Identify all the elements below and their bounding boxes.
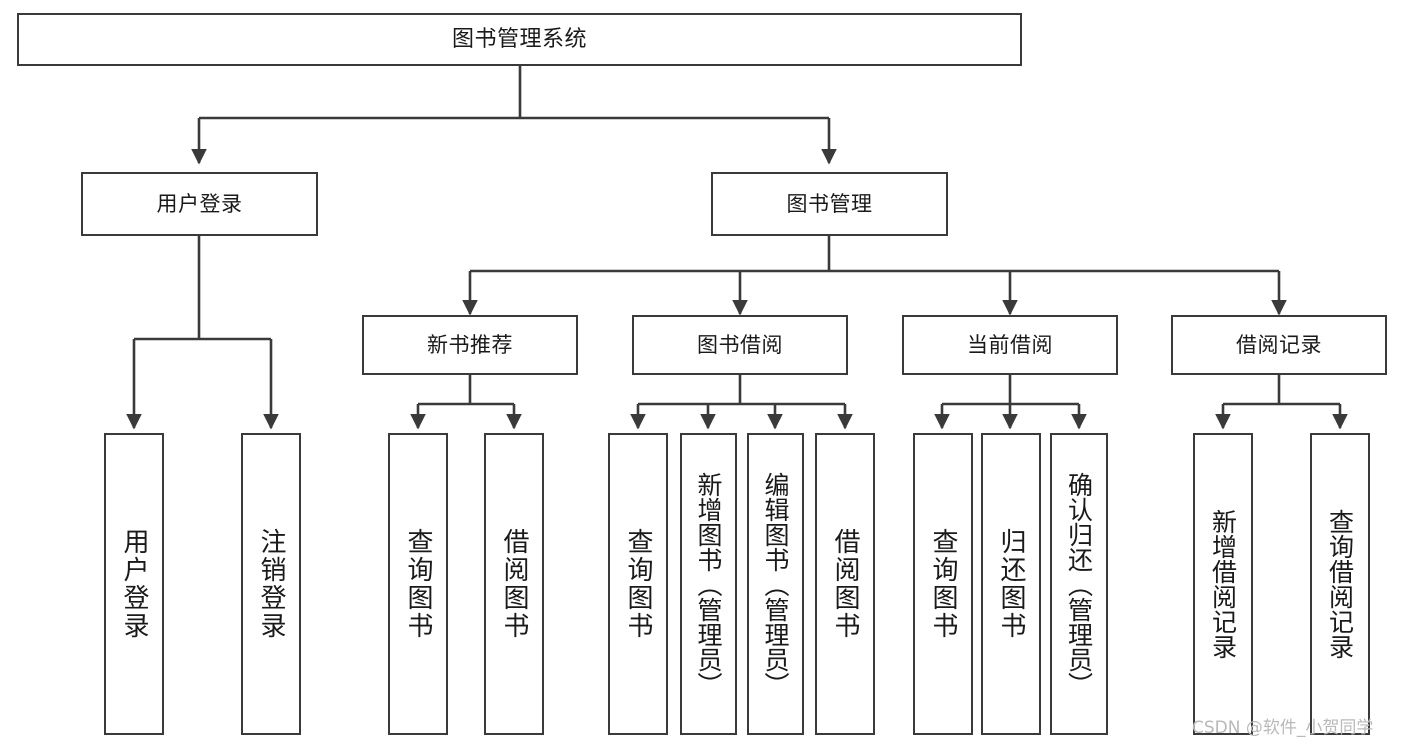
node-label: 借阅图书 (499, 528, 529, 640)
node-label: 图书管理 (786, 191, 873, 216)
leaf-borrow-book-newbook[interactable]: 借阅图书 (484, 433, 544, 735)
leaf-borrow-book[interactable]: 借阅图书 (815, 433, 875, 735)
node-label: 新增图书（管理员） (694, 471, 723, 697)
leaf-confirm-return-admin[interactable]: 确认归还（管理员） (1050, 433, 1108, 735)
node-borrow-record[interactable]: 借阅记录 (1171, 315, 1387, 375)
leaf-user-login[interactable]: 用户登录 (104, 433, 164, 735)
leaf-return-book[interactable]: 归还图书 (981, 433, 1041, 735)
node-book-management[interactable]: 图书管理 (711, 172, 948, 236)
node-user-login[interactable]: 用户登录 (81, 172, 318, 236)
leaf-query-book-borrow[interactable]: 查询图书 (608, 433, 668, 735)
node-new-book-recommend[interactable]: 新书推荐 (362, 315, 578, 375)
leaf-add-book-admin[interactable]: 新增图书（管理员） (680, 433, 737, 735)
node-label: 当前借阅 (967, 332, 1053, 357)
node-label: 查询图书 (623, 528, 653, 640)
node-label: 新增借阅记录 (1208, 509, 1238, 659)
node-label: 查询图书 (403, 528, 433, 640)
leaf-query-book-newbook[interactable]: 查询图书 (388, 433, 448, 735)
node-label: 编辑图书（管理员） (761, 471, 790, 697)
node-label: 确认归还（管理员） (1064, 471, 1094, 697)
node-label: 新书推荐 (427, 332, 513, 357)
node-label: 图书借阅 (697, 332, 783, 357)
node-label: 注销登录 (256, 528, 286, 640)
node-label: 用户登录 (156, 191, 243, 216)
watermark-text: CSDN @软件_小贺同学 (1192, 718, 1374, 738)
leaf-query-book-current[interactable]: 查询图书 (913, 433, 973, 735)
node-label: 用户登录 (119, 528, 149, 640)
leaf-add-borrow-record[interactable]: 新增借阅记录 (1193, 433, 1253, 735)
leaf-edit-book-admin[interactable]: 编辑图书（管理员） (747, 433, 804, 735)
leaf-logout-login[interactable]: 注销登录 (241, 433, 301, 735)
node-label: 归还图书 (996, 528, 1026, 640)
node-label: 查询图书 (928, 528, 958, 640)
node-root-system[interactable]: 图书管理系统 (17, 13, 1022, 66)
node-label: 借阅图书 (830, 528, 860, 640)
node-label: 查询借阅记录 (1325, 509, 1355, 659)
node-current-borrow[interactable]: 当前借阅 (902, 315, 1118, 375)
leaf-query-borrow-record[interactable]: 查询借阅记录 (1310, 433, 1370, 735)
node-label: 借阅记录 (1236, 332, 1322, 357)
node-label: 图书管理系统 (451, 26, 587, 52)
node-book-borrow[interactable]: 图书借阅 (632, 315, 848, 375)
